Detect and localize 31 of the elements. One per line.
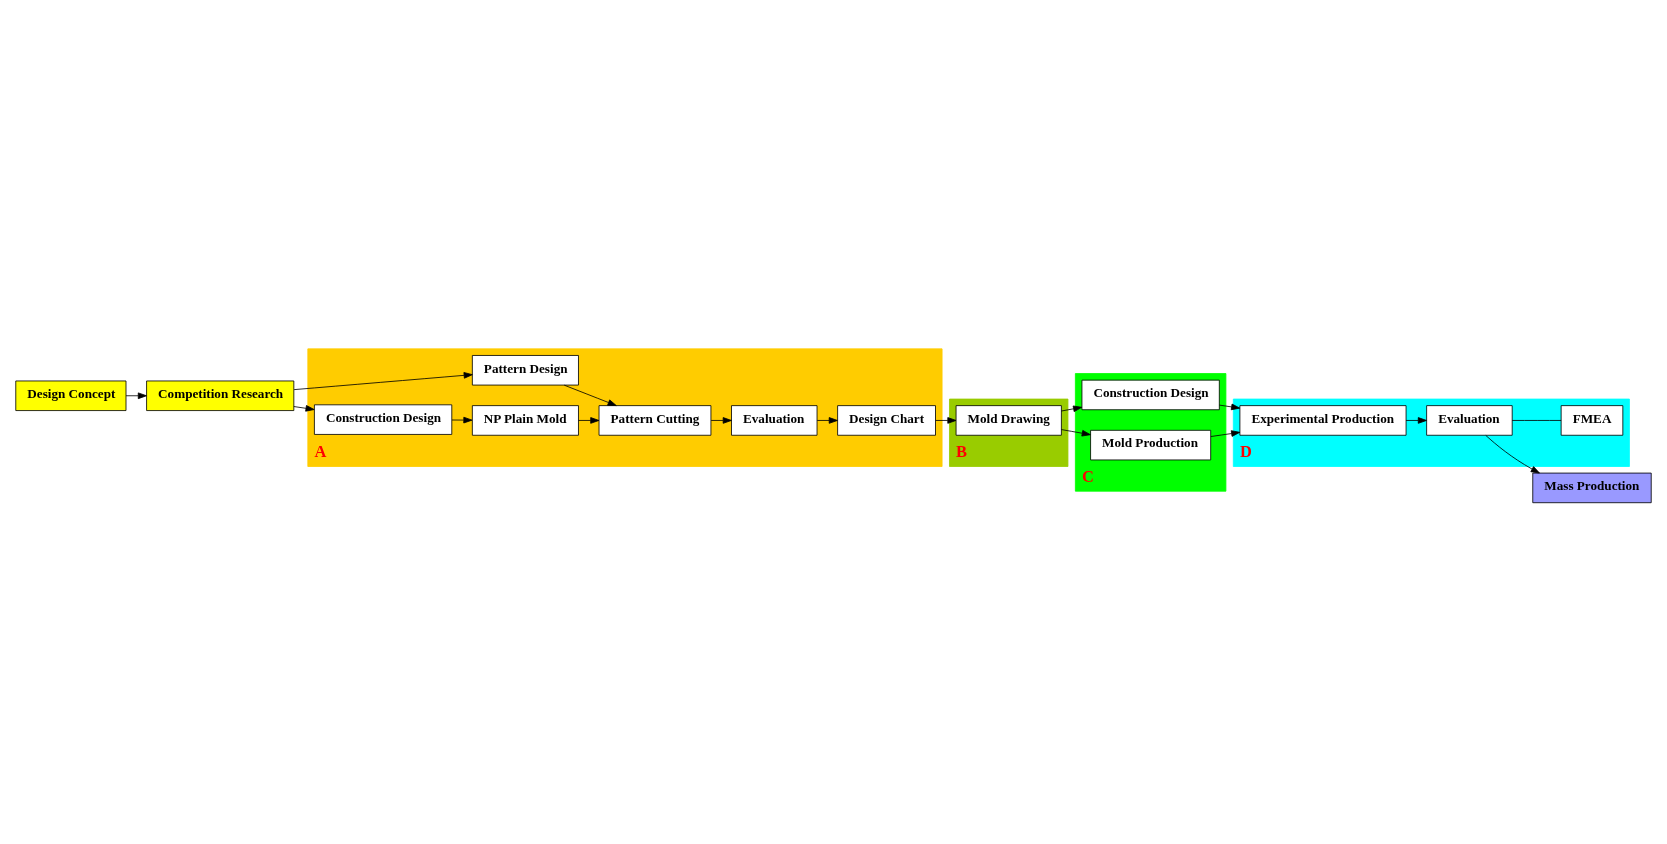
node-box: Competition Research [146, 380, 295, 411]
arrow [293, 371, 473, 390]
arrow [563, 384, 617, 406]
arrow [1405, 416, 1427, 424]
node-box: Design Chart [837, 404, 936, 436]
arrow [1219, 403, 1241, 410]
arrow [1060, 405, 1083, 412]
node-box: Pattern Design [471, 354, 579, 385]
arrow [578, 416, 600, 424]
arrow [710, 416, 732, 424]
node-box: Experimental Production [1239, 404, 1407, 436]
arrow [451, 416, 473, 423]
arrow [1210, 429, 1241, 437]
arrow [1060, 428, 1091, 436]
node-box: Design Concept [15, 380, 127, 411]
node-box: Construction Design [1081, 379, 1220, 410]
arrow [816, 416, 838, 424]
node-box: Mass Production [1532, 472, 1652, 503]
arrow [935, 416, 957, 424]
node-box: Construction Design [314, 403, 453, 435]
node-box: Evaluation [731, 404, 818, 436]
node-box: FMEA [1560, 404, 1624, 436]
node-box: Pattern Cutting [598, 404, 712, 436]
arrow [1485, 434, 1540, 473]
node-box: Evaluation [1426, 404, 1513, 436]
node-box: NP Plain Mold [471, 404, 579, 436]
node-box: Mold Production [1090, 429, 1212, 460]
node-box: Mold Drawing [955, 404, 1062, 436]
connector [1511, 419, 1562, 421]
arrow [125, 391, 147, 399]
arrow [293, 404, 315, 412]
